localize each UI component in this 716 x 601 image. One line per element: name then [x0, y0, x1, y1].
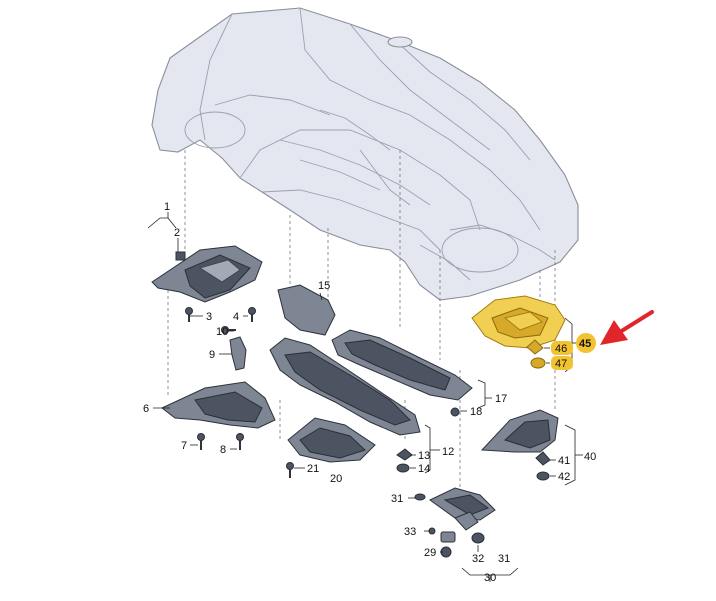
callout-2: 2	[174, 227, 180, 239]
part-bracket-9	[229, 336, 247, 371]
part-screw-21	[286, 462, 294, 478]
callout-42: 42	[558, 471, 570, 483]
part-clip-18	[450, 407, 460, 417]
callout-10: 10	[216, 326, 228, 338]
callout-brackets	[147, 212, 583, 582]
part-long-cover-12	[269, 337, 421, 436]
callout-12: 12	[442, 446, 454, 458]
red-arrow-icon	[600, 310, 654, 345]
part-14	[396, 463, 410, 473]
callout-45-badge	[576, 333, 596, 353]
fasteners-front	[185, 307, 256, 334]
vehicle-underbody	[151, 7, 579, 301]
part-long-cover-17	[331, 329, 473, 401]
part-rear-cover-40	[480, 409, 559, 481]
part-engine-cover-front	[151, 245, 263, 303]
callout-46: 46	[555, 343, 567, 355]
part-clip-2	[175, 251, 186, 261]
callout-32: 32	[472, 553, 484, 565]
callout-8: 8	[220, 444, 226, 456]
callout-7: 7	[181, 440, 187, 452]
callout-47: 47	[555, 358, 567, 370]
callout-33: 33	[404, 526, 416, 538]
part-45-highlighted	[471, 295, 566, 369]
part-group-30	[414, 487, 496, 558]
callout-20: 20	[330, 473, 342, 485]
part-lower-cover-6	[161, 381, 276, 429]
callout-9: 9	[209, 349, 215, 361]
callout-17: 17	[495, 393, 507, 405]
part-cover-20	[287, 417, 376, 463]
callout-6: 6	[143, 403, 149, 415]
callout-29: 29	[424, 547, 436, 559]
callout-31-right: 31	[498, 553, 510, 565]
callout-1: 1	[164, 201, 170, 213]
callout-13: 13	[418, 450, 430, 462]
callout-47-badge	[551, 356, 573, 370]
callout-21: 21	[307, 463, 319, 475]
fasteners-lower	[197, 433, 244, 450]
part-panel-15	[277, 284, 336, 336]
callout-4: 4	[233, 311, 239, 323]
callout-41: 41	[558, 455, 570, 467]
callout-18: 18	[470, 406, 482, 418]
callout-labels: 1 2 3 4 10 9 6 7 8 15 17 18 21 20 13 14 …	[143, 201, 596, 584]
callout-14: 14	[418, 463, 430, 475]
callout-30: 30	[484, 572, 496, 584]
part-13	[396, 448, 413, 461]
callout-46-badge	[551, 341, 573, 355]
callout-3: 3	[206, 311, 212, 323]
callout-15: 15	[318, 280, 330, 292]
callout-45: 45	[579, 338, 591, 350]
callout-31-left: 31	[391, 493, 403, 505]
callout-40: 40	[584, 451, 596, 463]
